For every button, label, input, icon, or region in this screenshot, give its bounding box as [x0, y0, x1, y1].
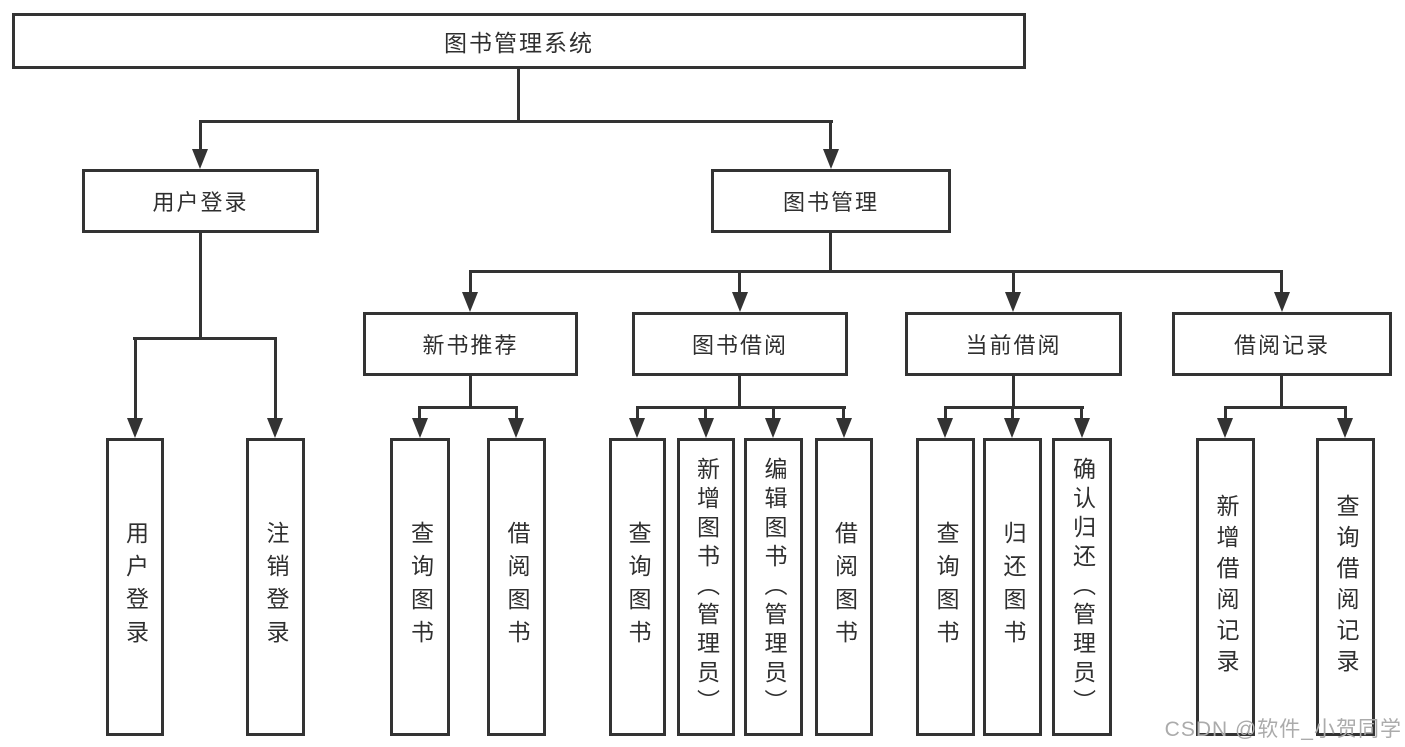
connector-to-user-login [199, 120, 202, 150]
node-library-management-system: 图书管理系统 [12, 13, 1026, 69]
leaf-borrow-books-2-label: 借阅图书 [831, 521, 858, 653]
leaf-add-books-admin-label: 新增图书（管理员） [693, 456, 720, 718]
connector-root-hline [199, 120, 833, 123]
connector-to-leaf-return-books [1011, 406, 1014, 420]
leaf-add-books-admin: 新增图书（管理员） [677, 438, 735, 736]
leaf-edit-books-admin: 编辑图书（管理员） [744, 438, 803, 736]
connector-new-book-recommend-stem [469, 376, 472, 406]
connector-to-leaf-confirm-return [1080, 406, 1083, 420]
leaf-query-borrow-record-label: 查询借阅记录 [1333, 494, 1359, 680]
arrowhead-book-management-icon [823, 149, 839, 169]
csdn-watermark: CSDN @软件_小贺同学 [1164, 718, 1402, 741]
connector-current-borrowing-hline [944, 406, 1084, 409]
connector-to-leaf-query-books-3 [944, 406, 947, 420]
leaf-return-books: 归还图书 [983, 438, 1042, 736]
connector-current-borrowing-stem [1012, 376, 1015, 406]
arrowhead-leaf-borrow-books-1-icon [508, 418, 524, 438]
leaf-add-borrow-record: 新增借阅记录 [1196, 438, 1255, 736]
connector-book-borrowing-stem [738, 376, 741, 406]
arrowhead-new-book-recommend-icon [462, 292, 478, 312]
node-current-borrowing: 当前借阅 [905, 312, 1122, 376]
leaf-borrow-books-1: 借阅图书 [487, 438, 546, 736]
connector-new-book-recommend-hline [418, 406, 518, 409]
connector-to-leaf-query-books-2 [636, 406, 639, 420]
connector-to-book-borrowing [738, 270, 741, 294]
node-borrowing-records: 借阅记录 [1172, 312, 1392, 376]
connector-to-leaf-edit-books [772, 406, 775, 420]
connector-to-current-borrowing [1012, 270, 1015, 294]
leaf-return-books-label: 归还图书 [1000, 521, 1026, 653]
leaf-borrow-books-2: 借阅图书 [815, 438, 873, 736]
leaf-query-books-3-label: 查询图书 [933, 521, 959, 653]
connector-to-leaf-user-login [134, 337, 137, 420]
arrowhead-leaf-borrow-books-2-icon [836, 418, 852, 438]
connector-user-login-stem [199, 233, 202, 337]
connector-to-leaf-logout [274, 337, 277, 420]
connector-to-leaf-add-borrow-record [1224, 406, 1227, 420]
leaf-query-books-2-label: 查询图书 [625, 521, 651, 653]
connector-borrowing-records-stem [1280, 376, 1283, 406]
connector-to-leaf-query-books-1 [418, 406, 421, 420]
arrowhead-leaf-edit-books-icon [765, 418, 781, 438]
node-new-book-recommend: 新书推荐 [363, 312, 578, 376]
arrowhead-leaf-query-books-3-icon [937, 418, 953, 438]
connector-book-management-stem [829, 233, 832, 270]
connector-book-management-hline [469, 270, 1283, 273]
leaf-query-books-1: 查询图书 [390, 438, 450, 736]
connector-to-new-book-recommend [469, 270, 472, 294]
arrowhead-leaf-query-books-2-icon [629, 418, 645, 438]
arrowhead-leaf-query-books-1-icon [412, 418, 428, 438]
arrowhead-current-borrowing-icon [1005, 292, 1021, 312]
connector-to-leaf-borrow-books-1 [515, 406, 518, 420]
arrowhead-leaf-return-books-icon [1004, 418, 1020, 438]
leaf-query-books-2: 查询图书 [609, 438, 666, 736]
arrowhead-leaf-query-borrow-record-icon [1337, 418, 1353, 438]
arrowhead-leaf-add-borrow-record-icon [1217, 418, 1233, 438]
connector-to-leaf-add-books [704, 406, 707, 420]
connector-to-borrowing-records [1280, 270, 1283, 294]
leaf-logout: 注销登录 [246, 438, 305, 736]
arrowhead-leaf-user-login-icon [127, 418, 143, 438]
leaf-query-borrow-record: 查询借阅记录 [1316, 438, 1375, 736]
connector-user-login-hline [133, 337, 277, 340]
leaf-add-borrow-record-label: 新增借阅记录 [1213, 494, 1239, 680]
node-book-borrowing: 图书借阅 [632, 312, 848, 376]
leaf-edit-books-admin-label: 编辑图书（管理员） [761, 456, 787, 718]
leaf-query-books-3: 查询图书 [916, 438, 975, 736]
arrowhead-leaf-logout-icon [267, 418, 283, 438]
connector-to-leaf-borrow-books-2 [842, 406, 845, 420]
leaf-user-login-label: 用户登录 [122, 521, 149, 653]
leaf-logout-label: 注销登录 [263, 521, 289, 653]
leaf-confirm-return-admin-label: 确认归还（管理员） [1069, 456, 1096, 718]
connector-to-leaf-query-borrow-record [1344, 406, 1347, 420]
arrowhead-user-login-icon [192, 149, 208, 169]
node-book-management: 图书管理 [711, 169, 951, 233]
arrowhead-leaf-confirm-return-icon [1074, 418, 1090, 438]
arrowhead-book-borrowing-icon [732, 292, 748, 312]
leaf-confirm-return-admin: 确认归还（管理员） [1052, 438, 1112, 736]
leaf-query-books-1-label: 查询图书 [407, 521, 434, 653]
connector-root-stem [517, 69, 520, 120]
node-user-login: 用户登录 [82, 169, 319, 233]
arrowhead-leaf-add-books-icon [698, 418, 714, 438]
leaf-borrow-books-1-label: 借阅图书 [504, 521, 530, 653]
arrowhead-borrowing-records-icon [1274, 292, 1290, 312]
connector-to-book-management [829, 120, 832, 150]
connector-borrowing-records-hline [1224, 406, 1347, 409]
leaf-user-login: 用户登录 [106, 438, 164, 736]
connector-book-borrowing-hline [636, 406, 846, 409]
